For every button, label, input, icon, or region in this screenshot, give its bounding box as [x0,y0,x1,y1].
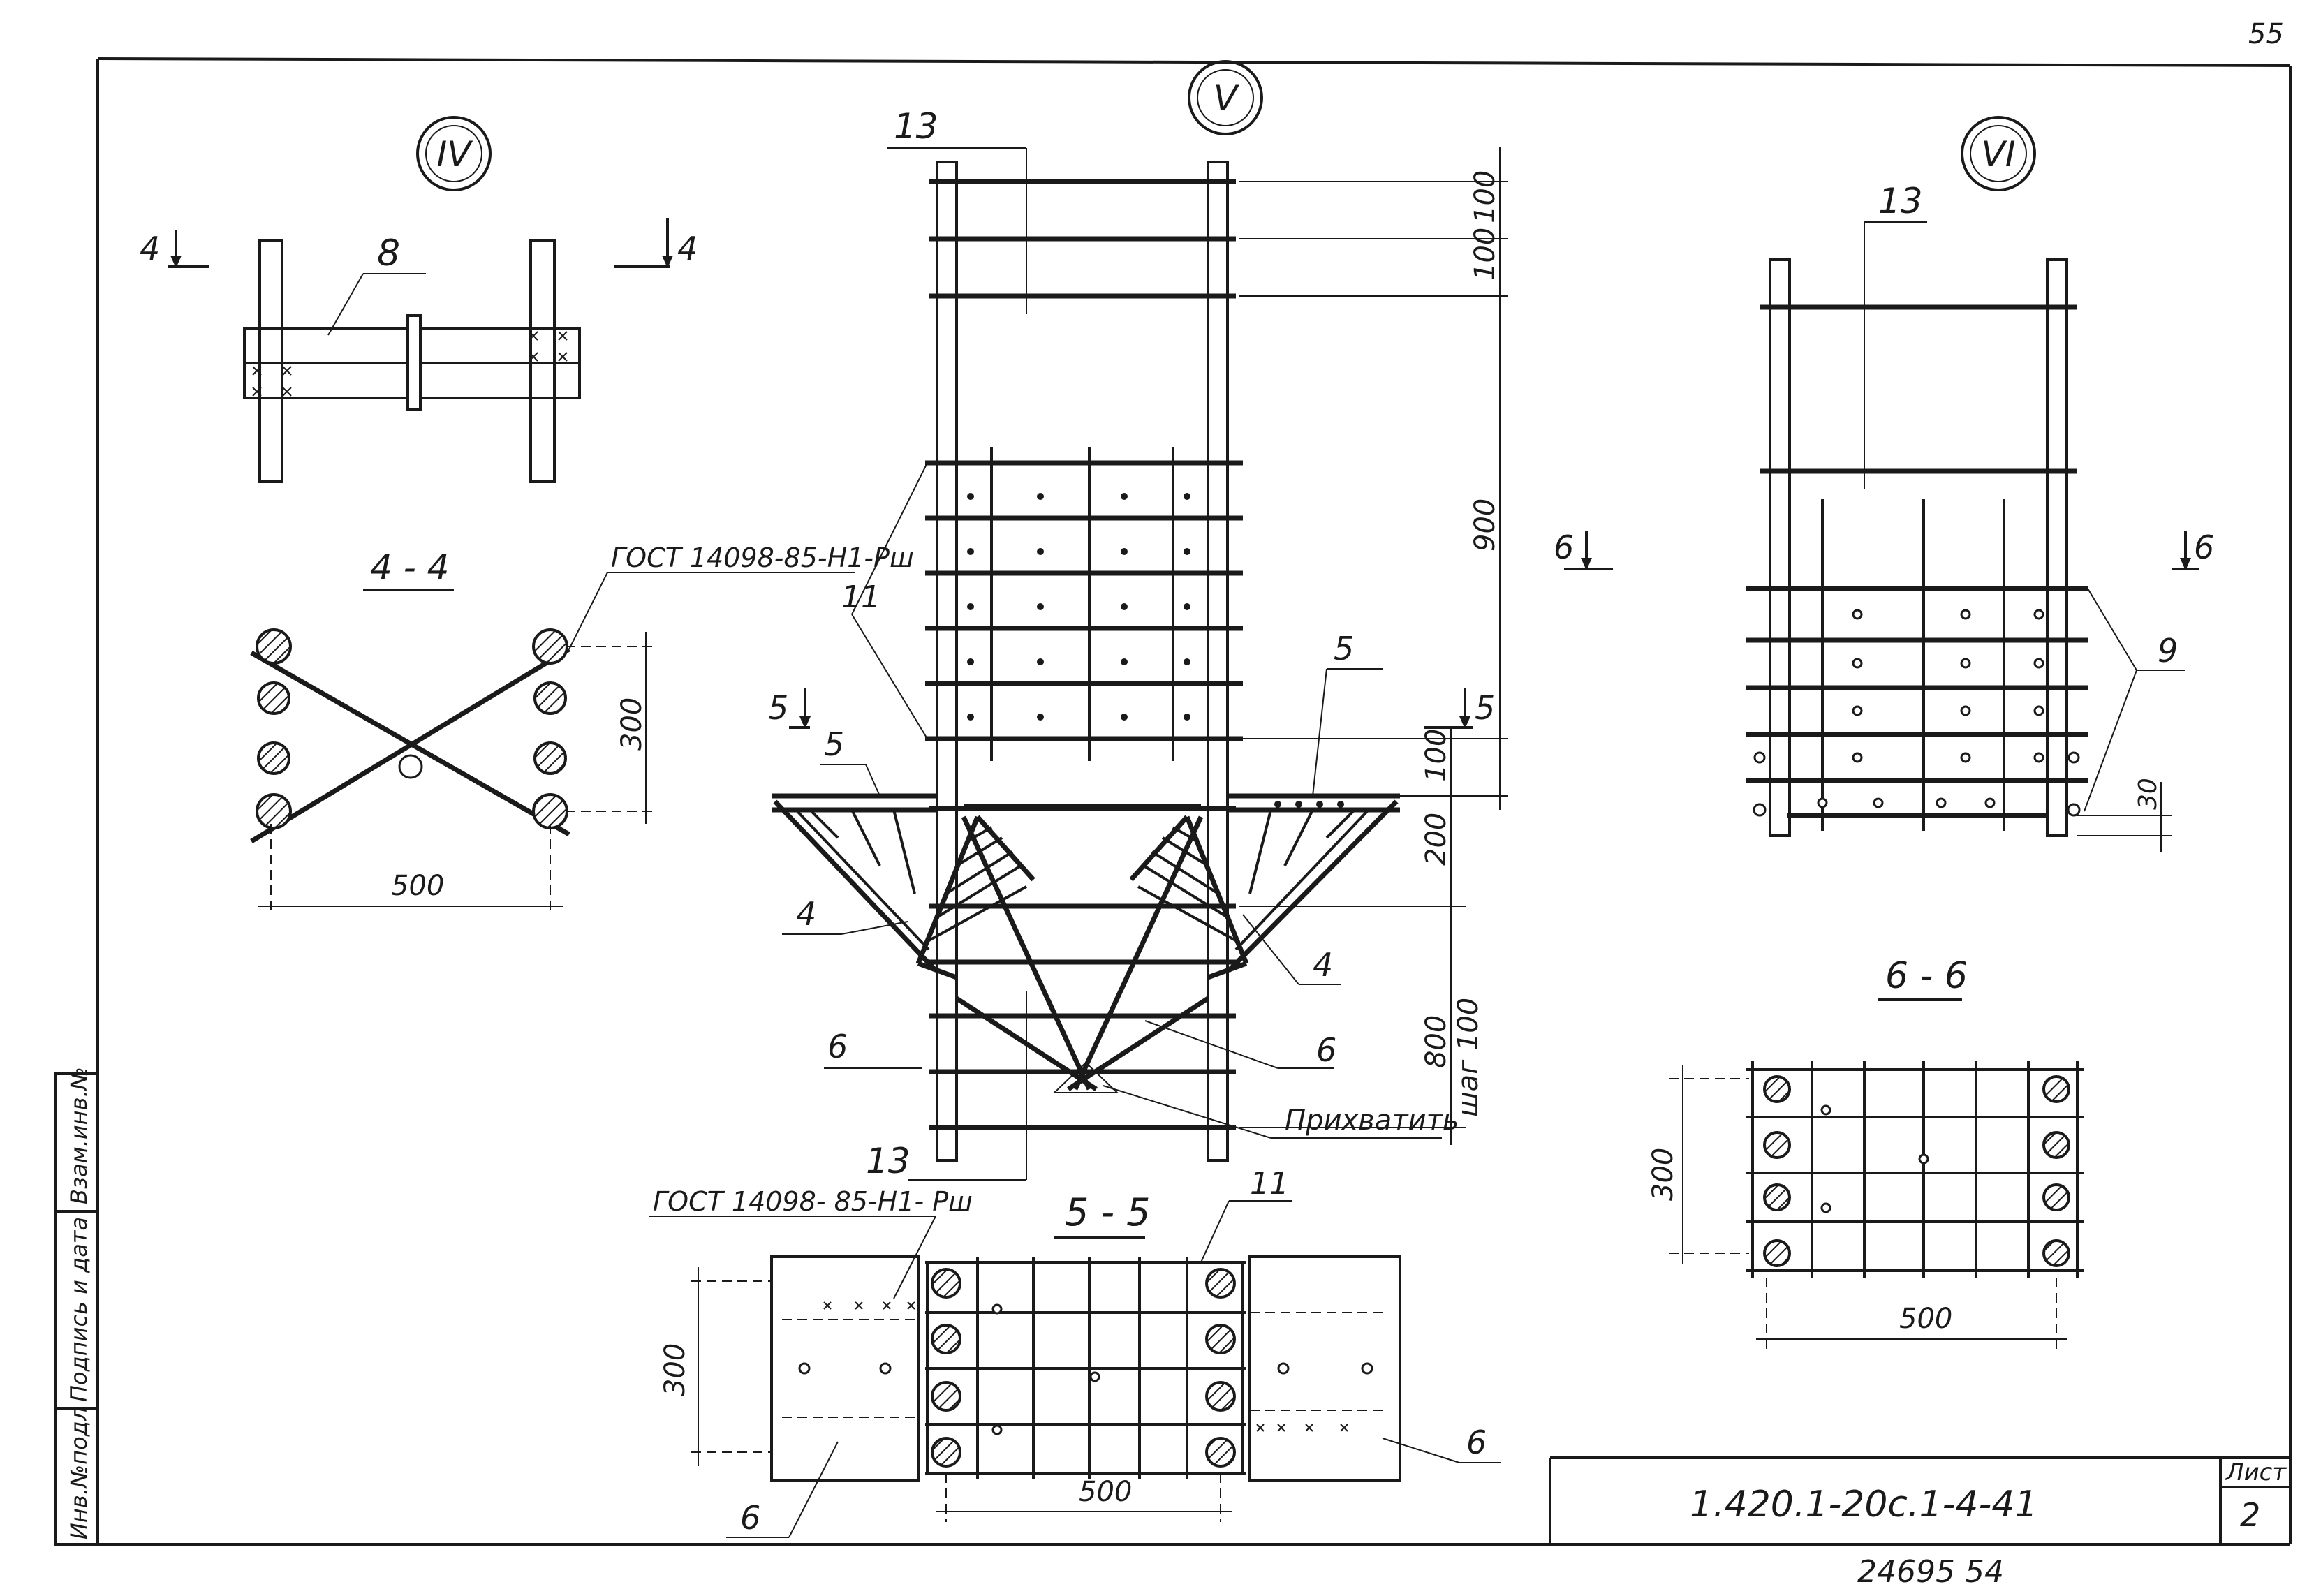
sheet-label: Лист [2225,1458,2287,1486]
pos-4-left: 4 [796,895,816,933]
mark-5-right: 5 [1475,689,1495,727]
pos-11-v: 11 [841,579,880,615]
section-4-4: 4 - 4 300 500 ГОСТ 14098-85-Н1-Рш [250,542,914,916]
view-v: V [768,60,1508,1181]
view-iv: IV 4 4 8 [140,116,698,483]
pos-13-vi: 13 [1878,181,1923,221]
stamp-inv-repl: Взам.инв.№ [66,1067,92,1204]
pos-9: 9 [2158,632,2178,670]
mark-5-left: 5 [768,689,788,727]
side-stamp: Инв.№подл Подпись и дата Взам.инв.№ [54,1067,99,1546]
dim-100-c: 100 [1420,729,1452,782]
stamp-inv-orig: Инв.№подл [66,1407,92,1539]
dim-500-a: 500 [391,870,444,902]
callout-vi-label: VI [1982,134,2016,175]
pos-11-s55: 11 [1250,1166,1289,1202]
dim-100-b: 100 [1469,228,1501,281]
bracket-right [1129,793,1400,980]
mark-4-right: 4 [677,230,698,267]
callout-v: V [1188,60,1263,135]
page-number: 55 [2248,18,2284,50]
callout-iv: IV [416,116,492,191]
pos-4-right: 4 [1313,946,1333,984]
dimension-chain-v: 100 100 900 100 200 800 шаг 100 [1239,147,1508,1145]
dim-30: 30 [2134,778,2162,810]
pos-5-right: 5 [1334,630,1354,667]
section-4-4-title: 4 - 4 [370,547,449,588]
pos-6-s55-right: 6 [1466,1424,1487,1461]
dim-800: 800 [1420,1015,1452,1068]
dim-300-a: 300 [616,697,648,751]
drawing-frame [56,57,2292,1546]
pos-5-left: 5 [824,725,844,763]
dim-500-b: 500 [1899,1303,1952,1335]
mark-6-right: 6 [2194,529,2214,566]
note-tack: Прихватить [1285,1104,1459,1137]
note-gost-1: ГОСТ 14098-85-Н1-Рш [611,542,914,573]
section-5-5-title: 5 - 5 [1065,1190,1151,1234]
dim-step-100: шаг 100 [1452,998,1484,1117]
dim-300-b: 300 [1647,1148,1679,1201]
callout-vi: VI [1961,116,2036,191]
view-vi: VI 13 [1554,116,2214,852]
pos-6-s55-left: 6 [740,1499,760,1537]
pos-13-v-bottom: 13 [866,1141,911,1181]
note-gost-2: ГОСТ 14098- 85-Н1- Рш [653,1186,973,1217]
dim-500-c: 500 [1079,1476,1132,1508]
callout-iv-label: IV [437,134,474,175]
sheet-number: 2 [2240,1496,2260,1534]
pos-8: 8 [377,232,400,274]
mark-4-left: 4 [140,230,160,267]
dim-900: 900 [1469,498,1501,552]
pos-6-v-right: 6 [1316,1031,1336,1069]
stamp-sign-date: Подпись и дата [66,1217,92,1402]
callout-v-label: V [1214,78,1240,119]
dim-100-a: 100 [1469,170,1501,223]
section-6-6-title: 6 - 6 [1885,955,1968,997]
document-code: 1.420.1-20с.1-4-41 [1690,1484,2037,1525]
bracket-left [772,793,1035,980]
section-5-5: 5 - 5 [649,1166,1501,1538]
mark-6-left: 6 [1554,529,1574,566]
archive-number: 24695 54 [1857,1554,2004,1590]
dim-300-c: 300 [659,1343,691,1396]
pos-6-v-left: 6 [827,1028,848,1065]
pos-13-v-top: 13 [894,106,938,147]
section-6-6: 6 - 6 300 [1647,955,2084,1351]
dim-200: 200 [1420,813,1452,866]
title-block: 1.420.1-20с.1-4-41 Лист 2 [1549,1456,2290,1544]
